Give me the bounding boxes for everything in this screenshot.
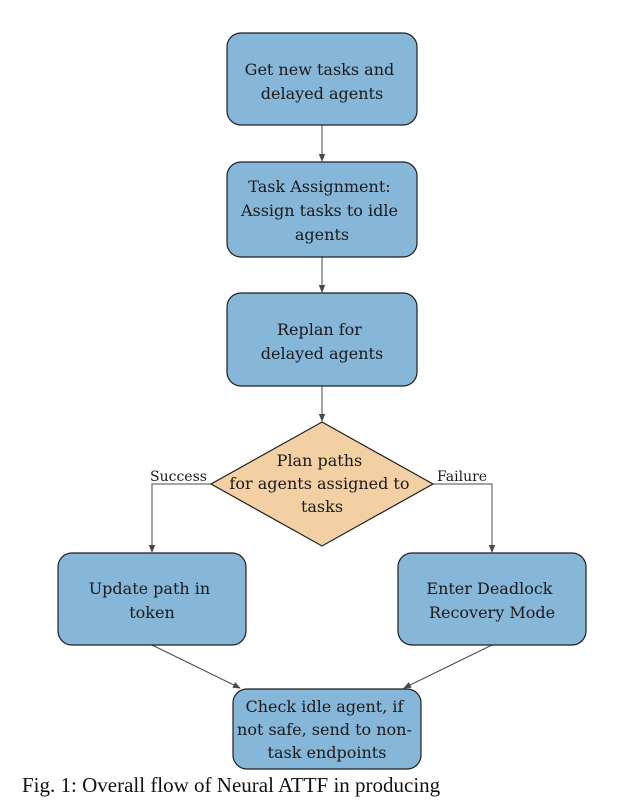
- node-deadlock-box: [397, 552, 587, 646]
- node-get-tasks-label: Get new tasks and delayed agents: [245, 60, 400, 103]
- edge-update-to-check: [151, 644, 241, 689]
- node-deadlock-label: Enter Deadlock Recovery Mode: [426, 579, 557, 622]
- node-replan-box: [226, 292, 418, 387]
- flowchart: Success Failure Get new tasks and delaye…: [57, 32, 587, 770]
- edge-success: [148, 483, 211, 553]
- node-plan-paths-label: Plan paths for agents assigned to tasks: [229, 451, 414, 516]
- node-task-assignment-label: Task Assignment: Assign tasks to idle ag…: [240, 177, 403, 244]
- edge-label-success: Success: [150, 469, 207, 485]
- node-plan-paths-diamond: [209, 421, 435, 547]
- edge-label-failure: Failure: [437, 469, 487, 485]
- node-check-idle-label: Check idle agent, if not safe, send to n…: [237, 697, 417, 762]
- node-replan-label: Replan for delayed agents: [261, 320, 383, 363]
- edge-failure: [433, 483, 496, 553]
- edge-deadlock-to-check: [403, 644, 493, 689]
- node-get-tasks-box: [226, 32, 418, 126]
- node-check-idle-box: [232, 688, 422, 770]
- node-task-assignment-box: [226, 161, 418, 258]
- node-update-path-label: Update path in token: [89, 579, 216, 622]
- figure-caption: Fig. 1: Overall flow of Neural ATTF in p…: [22, 773, 441, 797]
- node-update-path-box: [57, 552, 247, 646]
